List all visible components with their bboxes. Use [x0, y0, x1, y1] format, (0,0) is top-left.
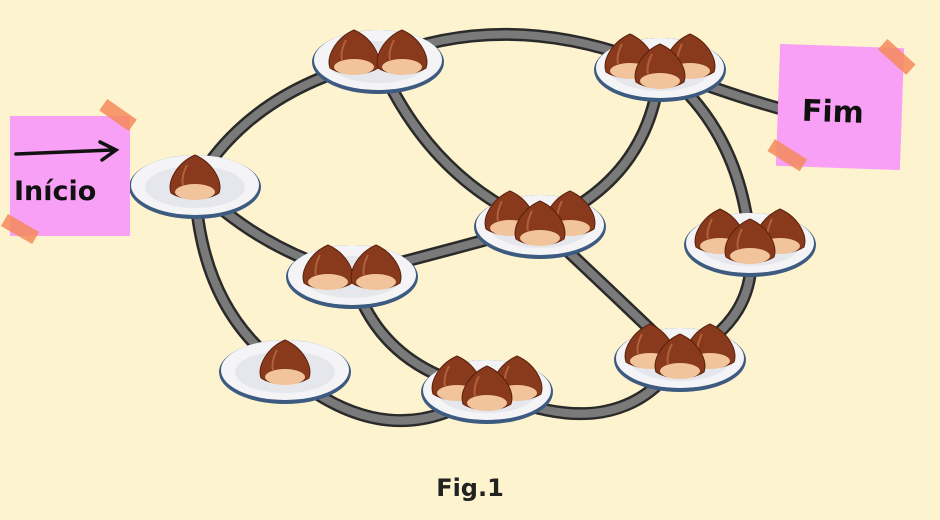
plate-p5[interactable] — [684, 208, 816, 277]
plate-p6[interactable] — [286, 244, 418, 309]
plate-p8[interactable] — [421, 355, 553, 424]
end-label: Fim — [801, 94, 864, 131]
tape — [99, 98, 137, 132]
figure-caption: Fig.1 — [436, 474, 504, 502]
tape — [0, 213, 40, 245]
chestnut — [328, 29, 380, 75]
plates — [129, 29, 816, 424]
chestnut — [654, 333, 706, 379]
plate-p4[interactable] — [474, 190, 606, 259]
plate-p1[interactable] — [312, 29, 444, 94]
start-label: Início — [14, 176, 96, 207]
start-note: Início — [0, 98, 137, 245]
end-note: Fim — [767, 39, 916, 172]
tape — [877, 39, 916, 75]
chestnut — [169, 154, 221, 200]
plate-p9[interactable] — [614, 323, 746, 392]
chestnut — [461, 365, 513, 411]
plate-p2[interactable] — [594, 33, 726, 102]
tape — [767, 139, 808, 172]
chestnut — [376, 29, 428, 75]
chestnut — [350, 244, 402, 290]
plate-p3[interactable] — [129, 154, 261, 219]
chestnut — [302, 244, 354, 290]
chestnut — [634, 43, 686, 89]
chestnut — [724, 218, 776, 264]
plate-p7[interactable] — [219, 339, 351, 404]
chestnut — [514, 200, 566, 246]
arrow-right-icon — [14, 140, 120, 162]
chestnut — [259, 339, 311, 385]
